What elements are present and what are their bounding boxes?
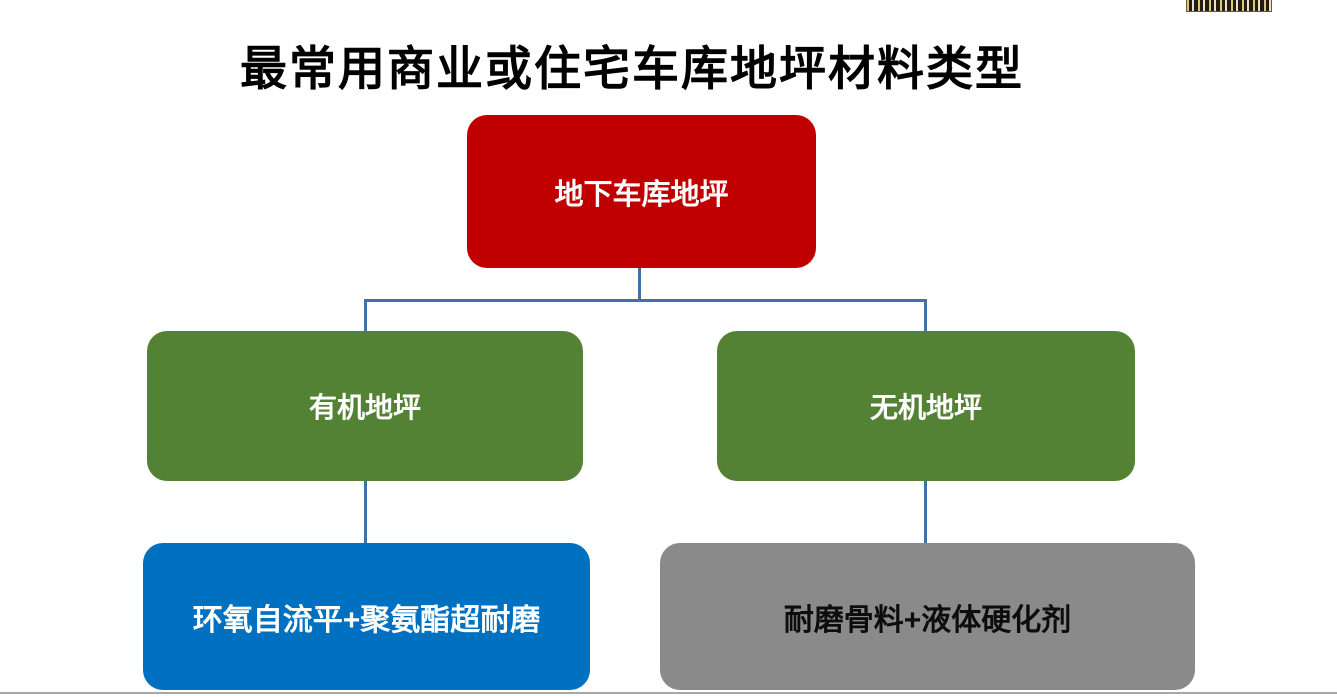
page-title: 最常用商业或住宅车库地坪材料类型	[240, 42, 1024, 95]
connector-root-stem	[638, 268, 641, 301]
node-underground-garage-floor: 地下车库地坪	[467, 115, 816, 268]
connector-organic-to-material	[364, 481, 367, 543]
connector-left-drop	[364, 299, 367, 332]
node-organic-floor: 有机地坪	[147, 331, 583, 481]
connector-inorganic-to-material	[924, 481, 927, 543]
watermark-logo	[1186, 0, 1272, 12]
connector-branch-horizontal	[364, 299, 927, 302]
bottom-divider	[0, 692, 1337, 694]
node-inorganic-floor: 无机地坪	[717, 331, 1135, 481]
node-epoxy-polyurethane-material: 环氧自流平+聚氨酯超耐磨	[143, 543, 590, 690]
connector-right-drop	[924, 299, 927, 332]
node-aggregate-hardener-material: 耐磨骨料+液体硬化剂	[660, 543, 1195, 690]
